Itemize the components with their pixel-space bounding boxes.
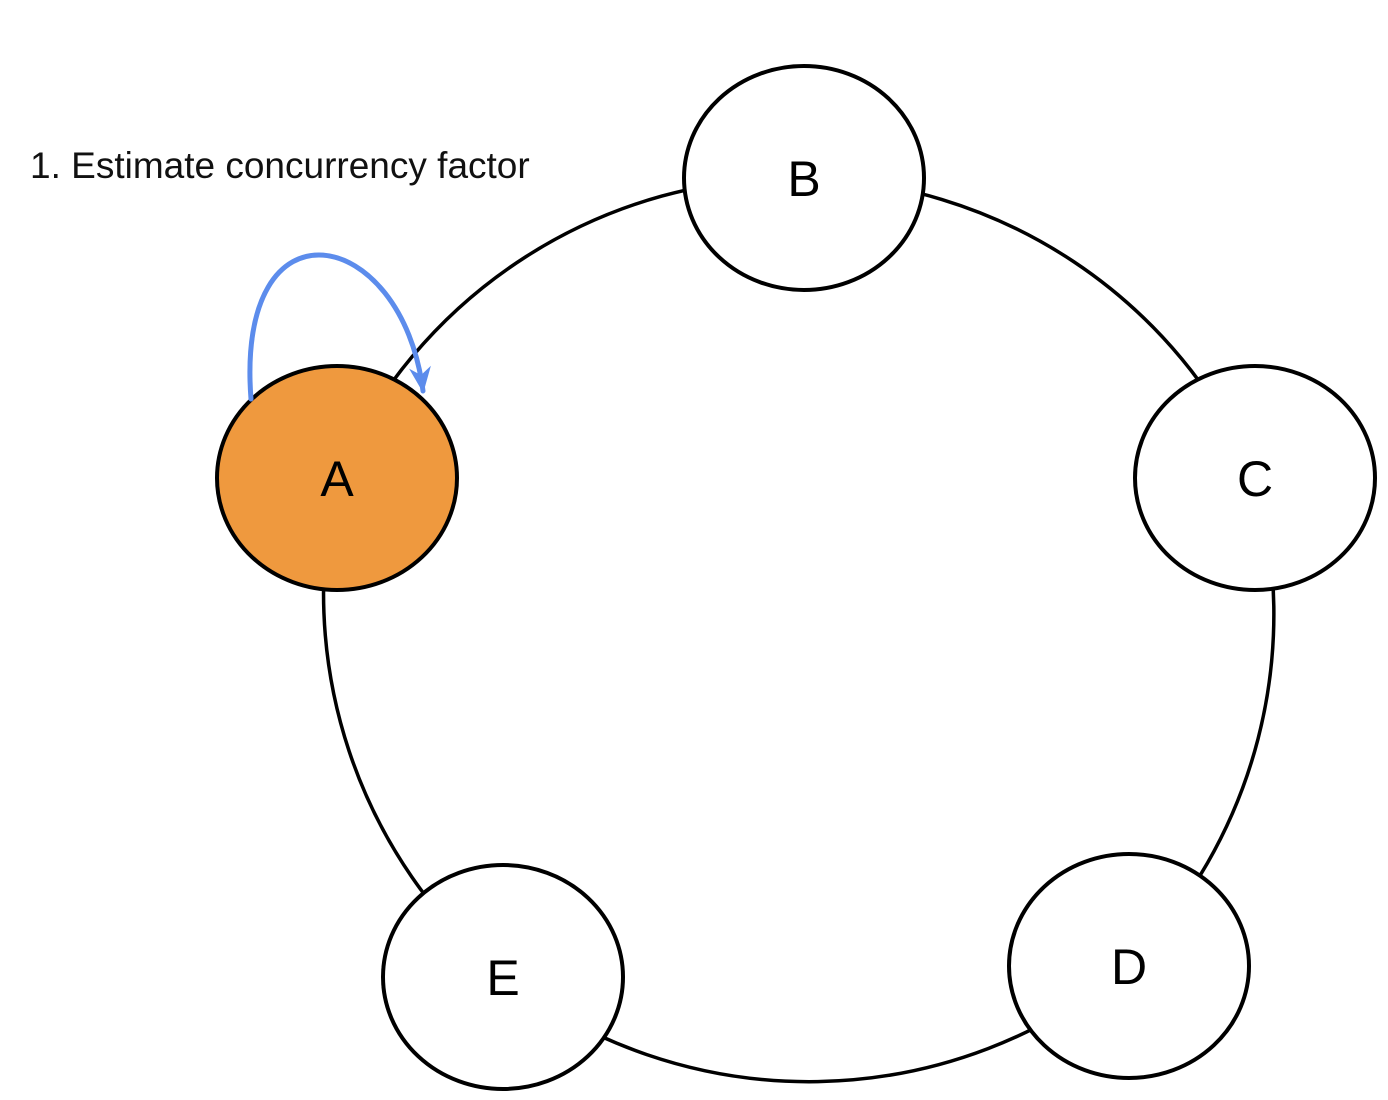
node-E[interactable]: E xyxy=(381,863,625,1091)
node-A-label: A xyxy=(320,451,354,507)
annotation-step-label: 1. Estimate concurrency factor xyxy=(30,145,530,186)
self-loop-layer xyxy=(247,252,431,402)
self-loop-arrow[interactable] xyxy=(247,252,431,402)
node-C[interactable]: C xyxy=(1133,364,1377,592)
node-E-circle[interactable] xyxy=(381,863,625,1091)
node-E-label: E xyxy=(486,950,519,1006)
node-D-label: D xyxy=(1111,939,1147,995)
node-D-circle[interactable] xyxy=(1007,852,1251,1080)
node-B-label: B xyxy=(787,151,820,207)
node-A-circle[interactable] xyxy=(215,364,459,592)
node-B[interactable]: B xyxy=(682,64,926,292)
node-B-circle[interactable] xyxy=(682,64,926,292)
node-C-circle[interactable] xyxy=(1133,364,1377,592)
node-D[interactable]: D xyxy=(1007,852,1251,1080)
node-C-label: C xyxy=(1237,451,1273,507)
nodes-layer: A B C D E xyxy=(215,64,1377,1091)
node-A[interactable]: A xyxy=(215,364,459,592)
